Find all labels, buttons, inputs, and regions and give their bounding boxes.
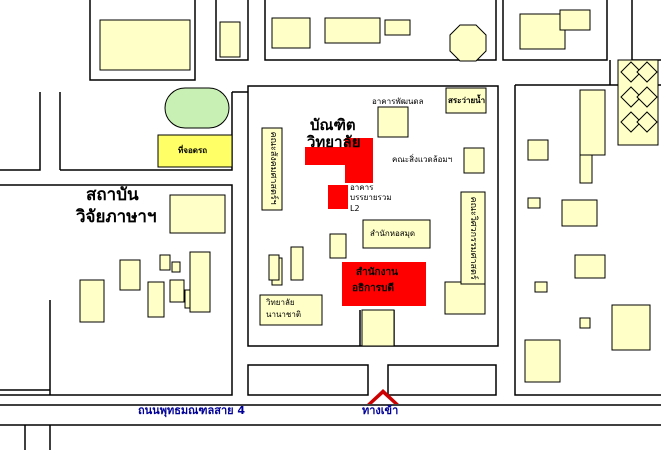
label-l2: L2 <box>350 204 360 213</box>
label-samnak-hosamut: สำนักหอสมุด <box>370 229 416 238</box>
sports-field <box>164 87 230 129</box>
label-witthayalai: วิทยาลัย <box>307 133 361 151</box>
label-khana-sing: คณะสิ่งแวดล้อมฯ <box>392 155 453 164</box>
label-road: ถนนพุทธมณฑลสาย 4 <box>138 404 246 417</box>
label-bandit: บัณฑิต <box>310 116 356 134</box>
label-witthayalai-nanachat: วิทยาลัย <box>266 298 295 307</box>
entrance-arrow-icon <box>367 389 399 404</box>
label-samnak-ngan: สำนักงาน <box>356 267 398 278</box>
label-sathaban: สถาบัน <box>86 185 139 205</box>
parking-lot <box>157 134 233 168</box>
diamond-block <box>617 59 659 146</box>
highlighted-buildings <box>305 138 426 306</box>
label-entrance: ทางเข้า <box>362 404 399 417</box>
label-wichai: วิจัยภาษาฯ <box>76 207 157 227</box>
label-banyai: บรรยายรวม <box>350 193 392 202</box>
label-khana-left: คณะสังคมศาสตร์ฯ <box>268 131 279 205</box>
label-athikan: อธิการบดี <box>352 283 394 294</box>
label-khana-right: คณะวิศวกรรมศาสตร์ <box>468 196 479 280</box>
label-akhan: อาคาร <box>350 183 374 192</box>
label-sawai: สระว่ายน้ำ <box>448 96 486 105</box>
buildings <box>79 9 651 383</box>
label-phantanon: อาคารพัฒนดล <box>372 97 424 106</box>
label-parking: ที่จอดรถ <box>178 146 208 155</box>
label-nanachat: นานาชาติ <box>266 310 302 319</box>
